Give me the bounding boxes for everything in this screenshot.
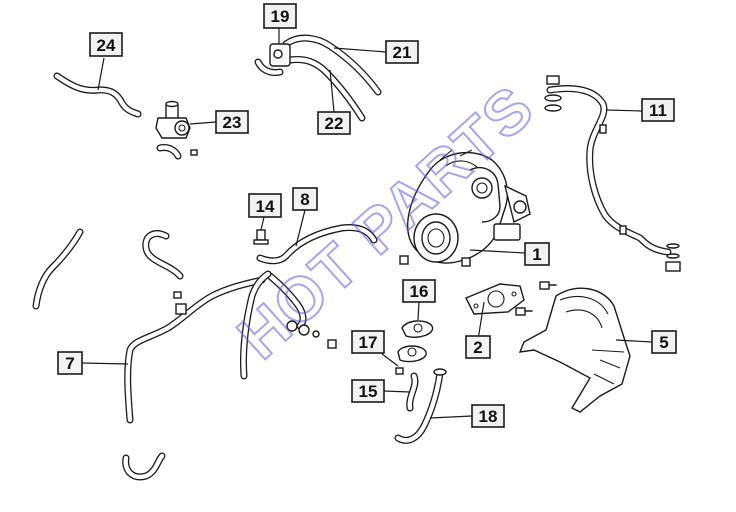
callout-17-label: 17 <box>359 333 378 352</box>
part-14-bolt <box>253 229 269 245</box>
part-8-coolant-pipe <box>256 224 378 349</box>
callout-2[interactable]: 2 <box>465 335 491 359</box>
callout-7[interactable]: 7 <box>57 351 83 375</box>
callout-14-label: 14 <box>256 197 275 216</box>
part-17-flange <box>395 345 427 375</box>
callout-21-label: 21 <box>393 43 412 62</box>
part-16-flange <box>401 320 434 338</box>
callout-7-label: 7 <box>65 354 74 373</box>
callout-22[interactable]: 22 <box>317 111 351 135</box>
part-7-coolant-pipe <box>124 270 272 424</box>
part-1-turbocharger <box>399 149 531 267</box>
callout-24-label: 24 <box>97 36 116 55</box>
callout-17[interactable]: 17 <box>351 330 385 354</box>
callout-24[interactable]: 24 <box>89 32 123 57</box>
callout-21[interactable]: 21 <box>385 40 419 64</box>
callout-8-label: 8 <box>300 190 309 209</box>
part-23-valve <box>155 100 198 160</box>
callout-18[interactable]: 18 <box>471 404 505 428</box>
callout-1-label: 1 <box>532 245 541 264</box>
part-15-18-pipes <box>394 368 447 444</box>
callout-23-label: 23 <box>223 113 242 132</box>
leader-lines <box>81 28 653 419</box>
callout-16[interactable]: 16 <box>402 279 436 303</box>
callout-5-label: 5 <box>659 333 668 352</box>
callout-8[interactable]: 8 <box>292 187 318 211</box>
callout-5[interactable]: 5 <box>651 330 677 354</box>
part-19-21-22-hose-assembly <box>254 34 382 122</box>
part-11-oil-pipe <box>544 75 681 272</box>
callout-14[interactable]: 14 <box>248 193 282 218</box>
callout-23[interactable]: 23 <box>215 110 249 134</box>
callout-18-label: 18 <box>479 407 498 426</box>
loose-hoses <box>32 228 184 481</box>
part-2-gasket <box>465 283 525 315</box>
callout-2-label: 2 <box>473 338 482 357</box>
bolts <box>515 281 557 316</box>
callout-11-label: 11 <box>649 101 667 120</box>
callout-16-label: 16 <box>410 282 429 301</box>
callout-15-label: 15 <box>359 382 378 401</box>
callout-1[interactable]: 1 <box>524 242 550 266</box>
part-5-heat-shield <box>518 287 631 413</box>
part-24-hose <box>53 72 142 118</box>
callout-11[interactable]: 11 <box>641 98 675 122</box>
callout-15[interactable]: 15 <box>351 379 385 403</box>
callout-22-label: 22 <box>325 114 344 133</box>
callout-19-label: 19 <box>271 7 290 26</box>
callout-19[interactable]: 19 <box>263 3 297 29</box>
